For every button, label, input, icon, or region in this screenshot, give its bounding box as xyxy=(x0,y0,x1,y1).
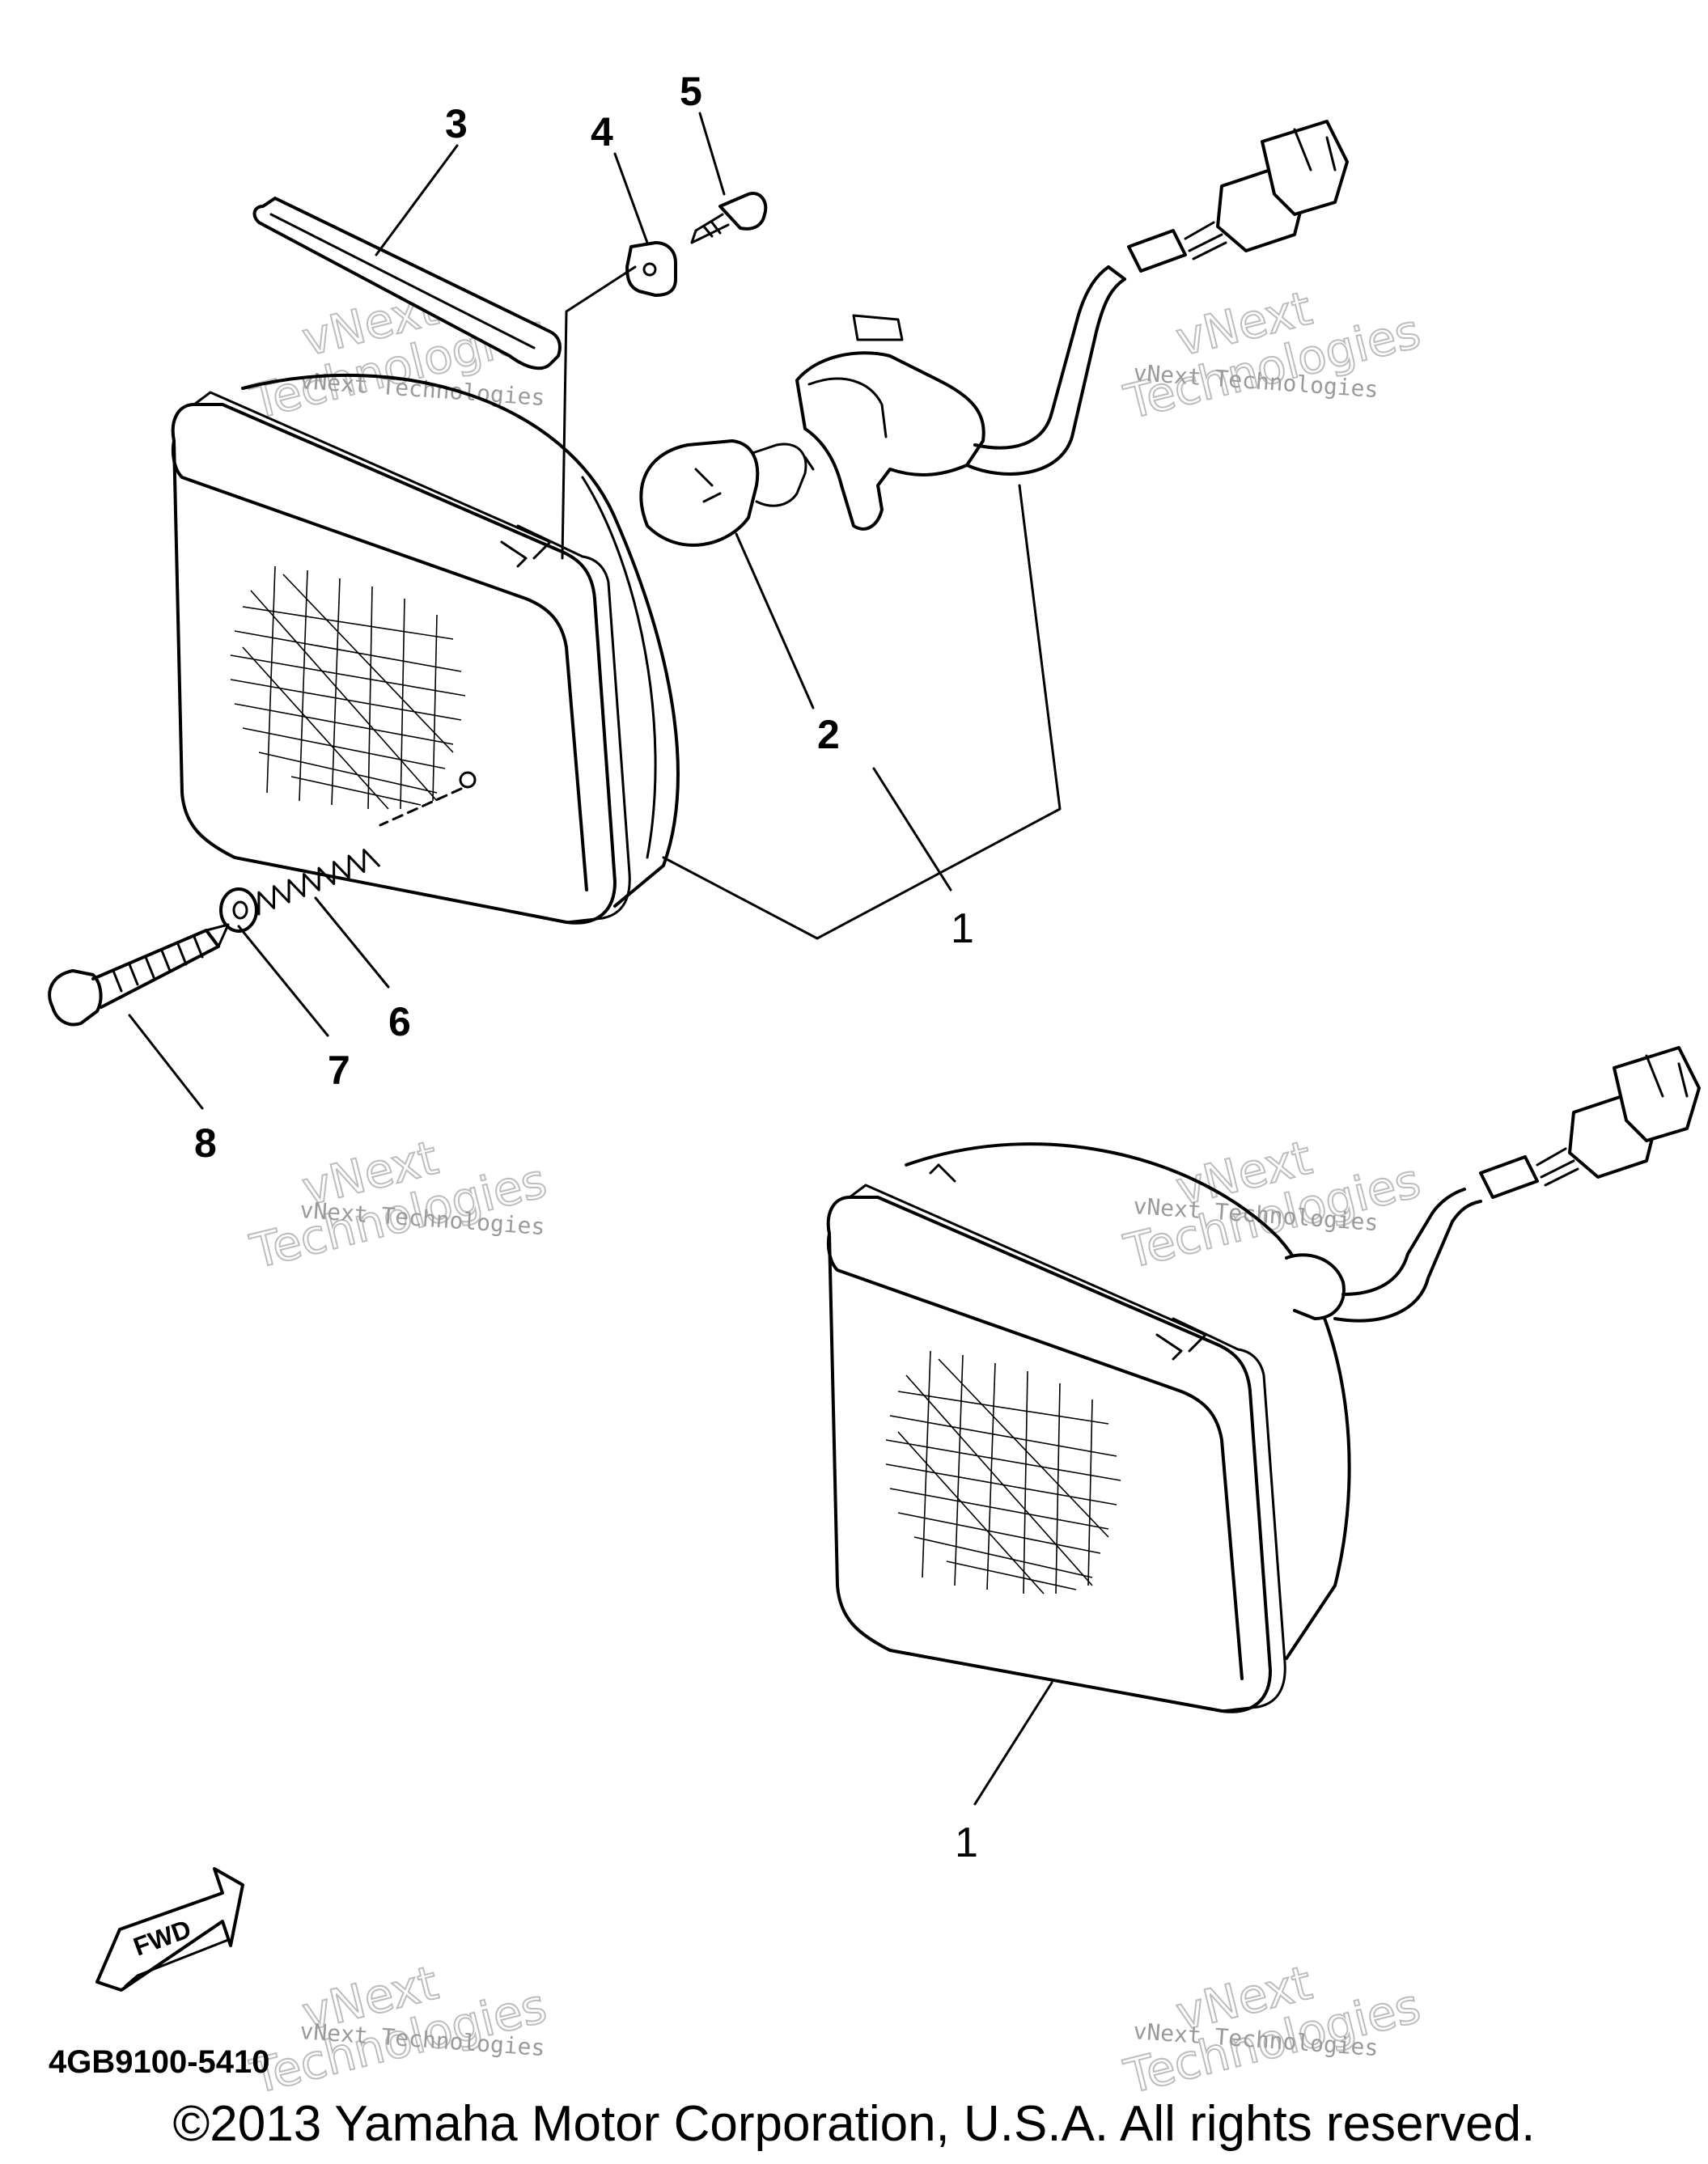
callout-5: 5 xyxy=(680,69,702,114)
lens-pattern xyxy=(885,1350,1121,1594)
callout-4: 4 xyxy=(591,109,613,155)
callout-2: 2 xyxy=(817,712,840,757)
callout-6: 6 xyxy=(388,999,411,1044)
callout-1: 1 xyxy=(951,905,974,952)
watermark-mid-right: vNext Technologies xyxy=(1118,1129,1426,1281)
washer xyxy=(219,887,258,933)
trim-strip xyxy=(252,197,562,371)
screw-hole xyxy=(459,771,477,789)
clip-nut xyxy=(625,241,677,297)
bulb-socket xyxy=(795,314,985,531)
headlight-assembly-complete: 1 xyxy=(826,1046,1701,1866)
leader-8 xyxy=(128,1014,204,1110)
leader-2 xyxy=(735,532,815,709)
tapping-screw xyxy=(690,192,768,244)
bulb xyxy=(639,439,815,547)
watermark-mid-left: vNext Technologies xyxy=(244,1129,553,1281)
callout-8: 8 xyxy=(194,1120,217,1166)
callout-3: 3 xyxy=(445,101,468,146)
watermark-top-right: vNext Technologies xyxy=(1118,280,1426,431)
adjust-bolt xyxy=(48,923,230,1027)
watermark-bottom-right: vNext Technologies xyxy=(1118,1954,1426,2106)
leader-6 xyxy=(314,896,390,989)
leader-4-bracket xyxy=(561,265,637,560)
wire-harness xyxy=(965,120,1349,476)
leader-5 xyxy=(698,112,726,196)
leader-1-upper xyxy=(872,767,952,891)
leader-1-bracket xyxy=(662,484,1062,940)
leader-4 xyxy=(613,152,649,244)
callout-7: 7 xyxy=(328,1048,350,1093)
lens-pattern xyxy=(230,565,466,810)
fwd-arrow-icon: FWD xyxy=(95,1867,244,1992)
watermark-bottom-left: vNext Technologies xyxy=(244,1954,553,2106)
adjust-spring xyxy=(257,849,380,916)
diagram-code: 4GB9100-5410 xyxy=(49,2044,270,2080)
leader-1-lower xyxy=(973,1681,1053,1806)
wire-harness xyxy=(1333,1046,1701,1323)
leader-3 xyxy=(375,144,459,256)
copyright-notice: ©2013 Yamaha Motor Corporation, U.S.A. A… xyxy=(172,2096,1536,2152)
callout-1-lower: 1 xyxy=(955,1819,978,1866)
headlight-assembly-exploded: 3 4 5 2 1 6 7 8 xyxy=(48,69,1349,1166)
leader-7 xyxy=(237,925,329,1037)
